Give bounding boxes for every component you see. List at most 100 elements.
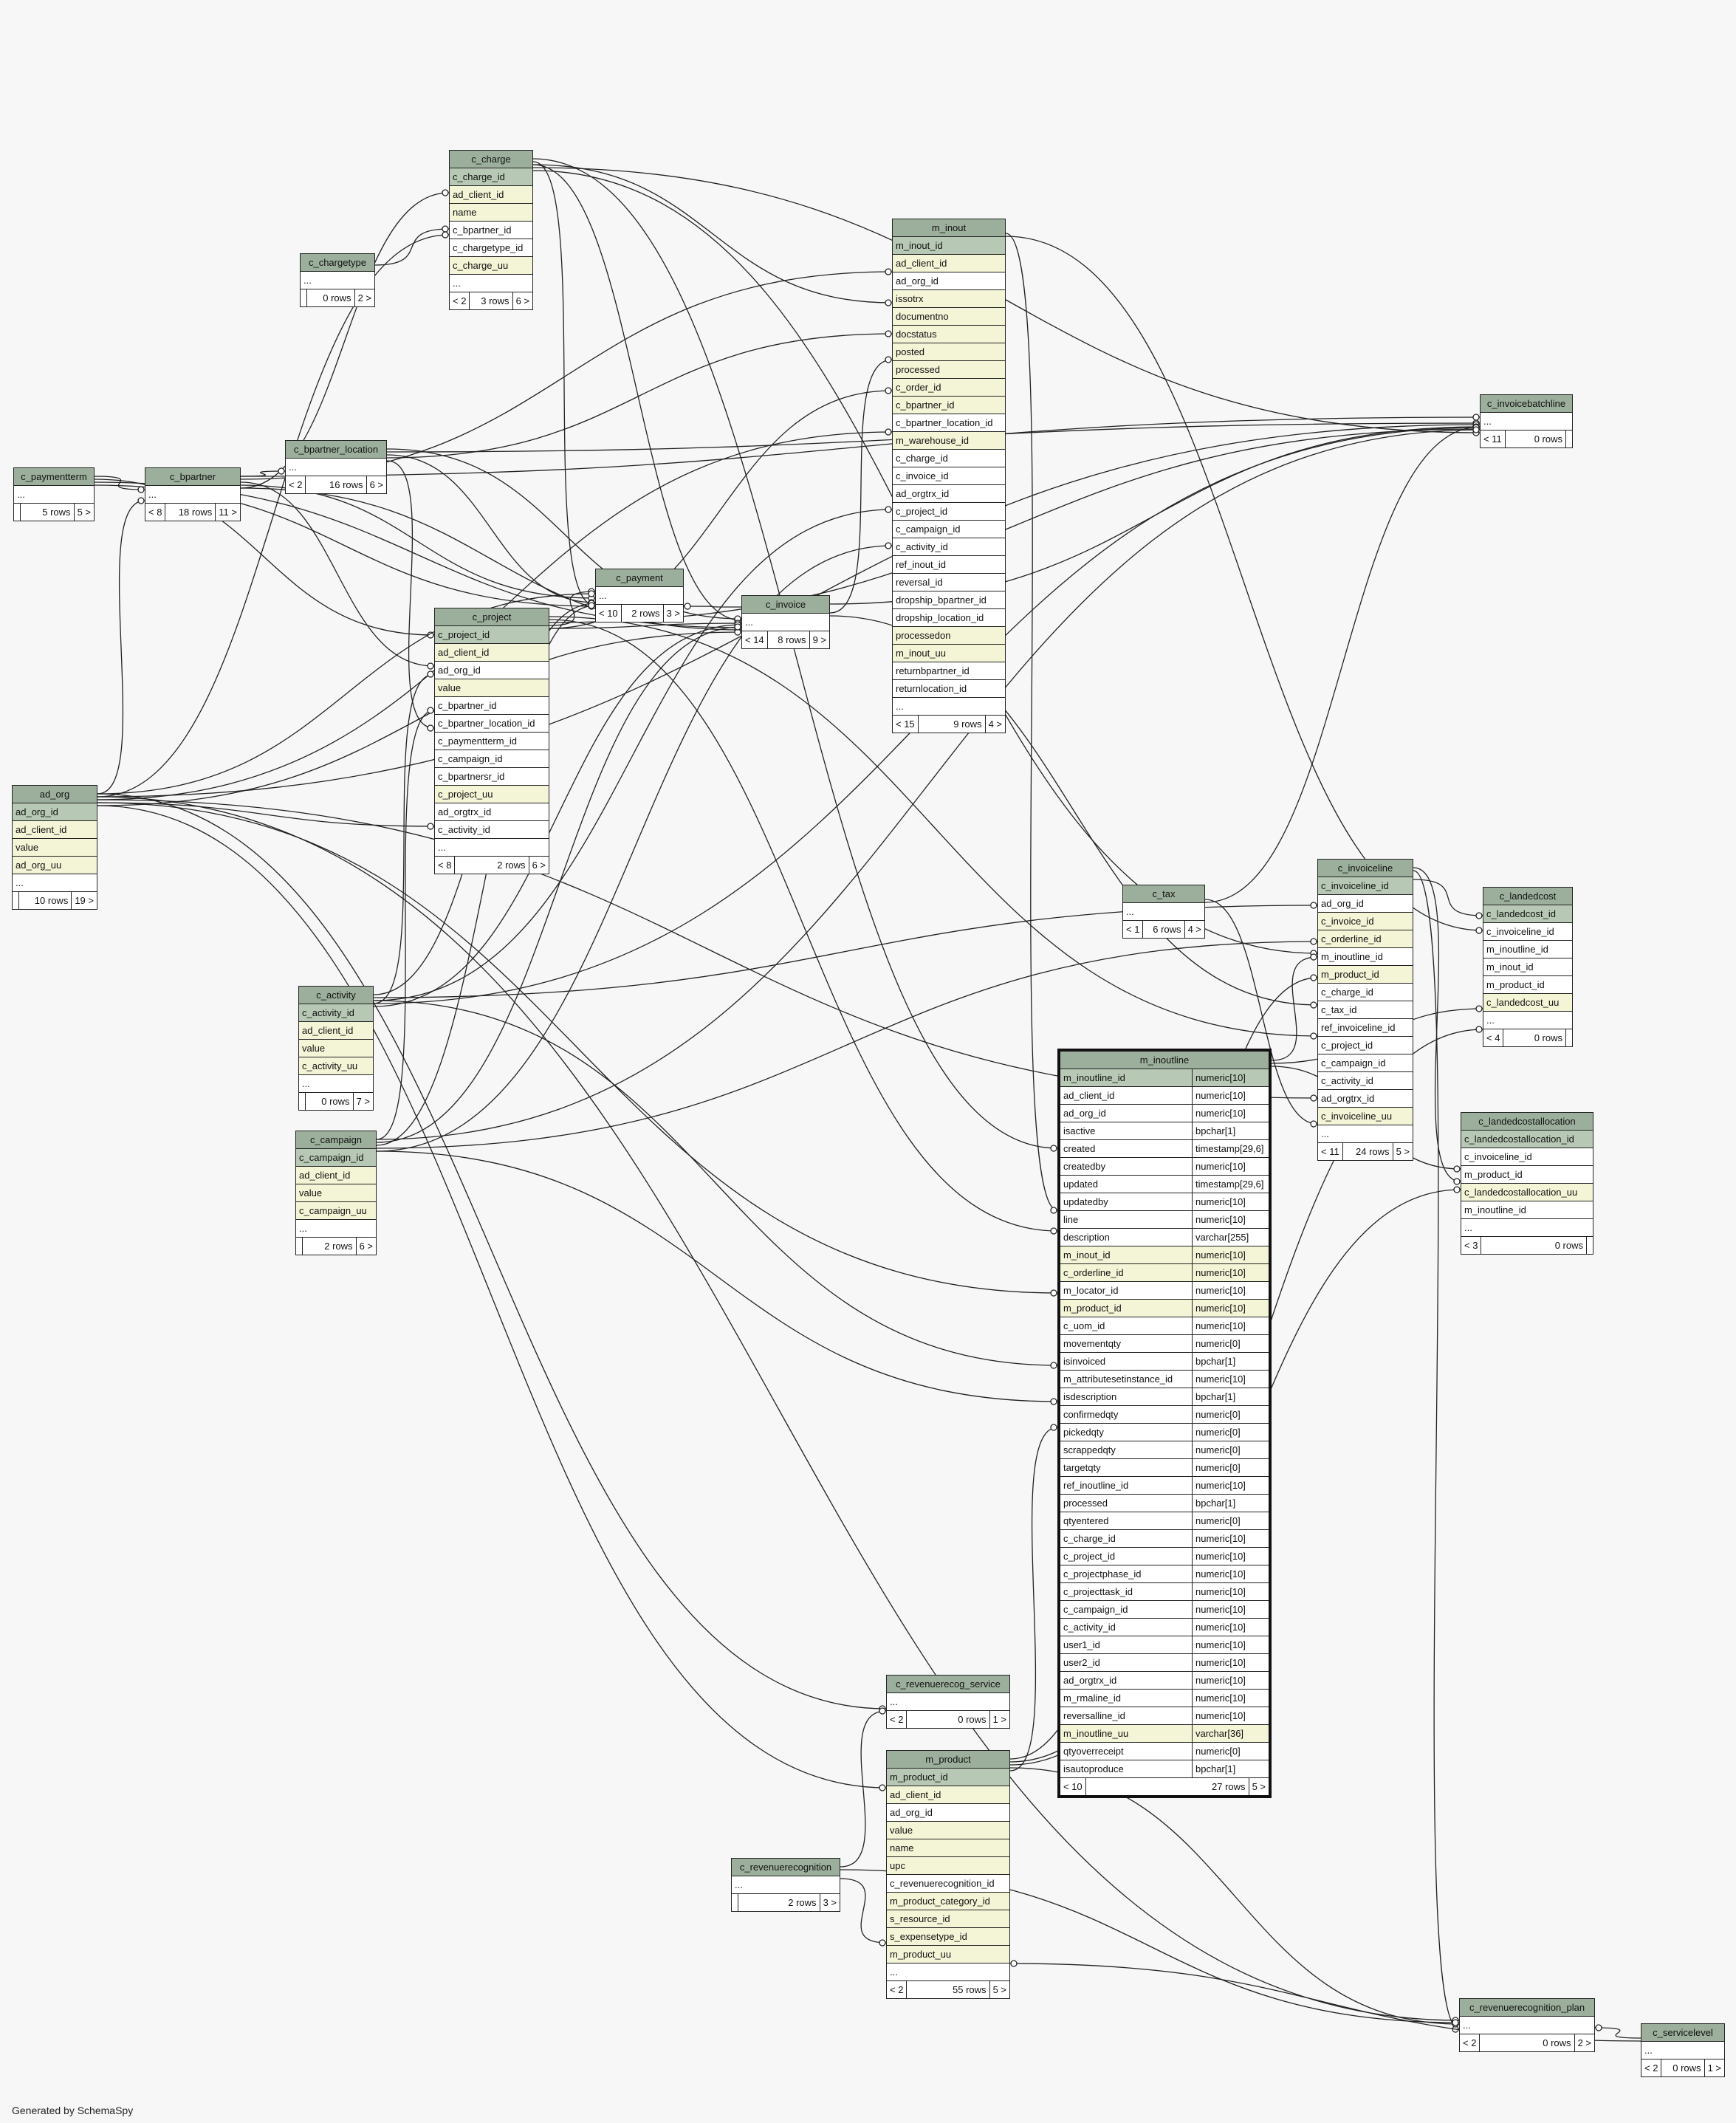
column-row[interactable]: m_warehouse_id [893, 432, 1005, 450]
column-row[interactable]: c_bpartner_location_id [893, 414, 1005, 432]
column-row[interactable]: c_campaign_id [296, 1149, 376, 1167]
table-header[interactable]: ad_org [13, 786, 97, 803]
column-row[interactable]: ... [893, 698, 1005, 716]
column-row[interactable]: m_inoutline_id [1318, 948, 1413, 966]
parents-count[interactable]: < 3 [1461, 1237, 1482, 1254]
column-row[interactable]: ... [1460, 2017, 1594, 2034]
column-row[interactable]: c_bpartner_id [450, 222, 532, 239]
column-row[interactable]: ... [1483, 1012, 1572, 1029]
parents-count[interactable]: < 2 [286, 476, 306, 493]
parents-count[interactable]: < 8 [435, 857, 456, 874]
column-row[interactable]: c_campaign_uu [296, 1202, 376, 1220]
column-row[interactable]: c_charge_id [893, 450, 1005, 467]
column-row[interactable]: c_invoiceline_id [1318, 877, 1413, 895]
children-count[interactable]: 5 > [77, 507, 91, 518]
column-row[interactable]: value [296, 1184, 376, 1202]
column-row[interactable]: m_inout_id [893, 237, 1005, 255]
column-row[interactable]: m_product_id [1483, 976, 1572, 994]
parents-count[interactable]: < 8 [145, 504, 166, 521]
column-row[interactable]: ... [1318, 1125, 1413, 1143]
column-row[interactable]: returnlocation_id [893, 680, 1005, 698]
column-row[interactable]: c_landedcostallocation_id [1461, 1131, 1593, 1148]
table-header[interactable]: c_landedcostallocation [1461, 1113, 1593, 1131]
column-row[interactable]: ... [1461, 1219, 1593, 1237]
children-count[interactable]: 5 > [1252, 1781, 1266, 1792]
column-row[interactable]: c_paymentterm_id [435, 733, 549, 750]
column-row[interactable]: ... [450, 275, 532, 292]
table-header[interactable]: c_payment [596, 569, 683, 587]
parents-count[interactable] [14, 504, 21, 521]
column-row[interactable]: c_bpartnersr_id [435, 768, 549, 786]
column-row[interactable]: c_bpartner_id [893, 397, 1005, 414]
column-row[interactable]: ad_client_id [299, 1022, 373, 1040]
column-row[interactable]: name [450, 204, 532, 222]
parents-count[interactable]: < 2 [1641, 2059, 1662, 2076]
table-header[interactable]: c_invoiceline [1318, 860, 1413, 877]
column-row[interactable]: docstatus [893, 326, 1005, 343]
column-row[interactable]: c_activity_id [893, 538, 1005, 556]
column-row[interactable]: c_project_id [1318, 1037, 1413, 1054]
column-row[interactable]: c_campaign_id [1318, 1054, 1413, 1072]
table-header[interactable]: c_bpartner_location [286, 441, 386, 459]
table-header[interactable]: m_product [887, 1751, 1009, 1769]
parents-count[interactable]: < 2 [887, 1711, 908, 1728]
children-count[interactable]: 5 > [992, 1984, 1006, 1995]
table-header[interactable]: c_revenuerecognition [732, 1859, 840, 1876]
column-row[interactable]: ... [1481, 413, 1572, 431]
children-count[interactable]: 4 > [988, 718, 1002, 730]
children-count[interactable]: 6 > [532, 860, 546, 871]
column-row[interactable]: returnbpartner_id [893, 662, 1005, 680]
column-row[interactable]: c_charge_id [450, 168, 532, 186]
column-row[interactable]: m_inoutline_id [1461, 1201, 1593, 1219]
column-row[interactable]: c_tax_id [1318, 1001, 1413, 1019]
parents-count[interactable]: < 11 [1318, 1143, 1343, 1160]
column-row[interactable]: c_project_uu [435, 786, 549, 803]
column-row[interactable]: ad_client_id [450, 186, 532, 204]
column-row[interactable]: ... [301, 272, 374, 289]
parents-count[interactable]: < 1 [1123, 921, 1144, 938]
column-row[interactable]: c_landedcost_id [1483, 905, 1572, 923]
table-header[interactable]: m_inoutline [1060, 1052, 1269, 1069]
column-row[interactable]: c_invoiceline_id [1461, 1148, 1593, 1166]
children-count[interactable]: 1 > [1707, 2062, 1721, 2074]
column-row[interactable]: c_activity_id [435, 821, 549, 839]
column-row[interactable]: m_product_id [1318, 966, 1413, 984]
column-row[interactable]: ad_client_id [887, 1786, 1009, 1804]
column-row[interactable]: ... [887, 1693, 1009, 1711]
column-row[interactable]: c_project_id [893, 503, 1005, 521]
column-row[interactable]: c_campaign_id [893, 521, 1005, 538]
column-row[interactable]: ... [435, 839, 549, 857]
column-row[interactable]: c_campaign_id [435, 750, 549, 768]
column-row[interactable]: documentno [893, 308, 1005, 326]
table-header[interactable]: c_activity [299, 987, 373, 1004]
column-row[interactable]: ... [13, 874, 97, 892]
column-row[interactable]: value [887, 1822, 1009, 1839]
children-count[interactable]: 9 > [812, 634, 826, 645]
column-row[interactable]: value [299, 1040, 373, 1057]
table-header[interactable]: c_invoice [742, 596, 829, 614]
